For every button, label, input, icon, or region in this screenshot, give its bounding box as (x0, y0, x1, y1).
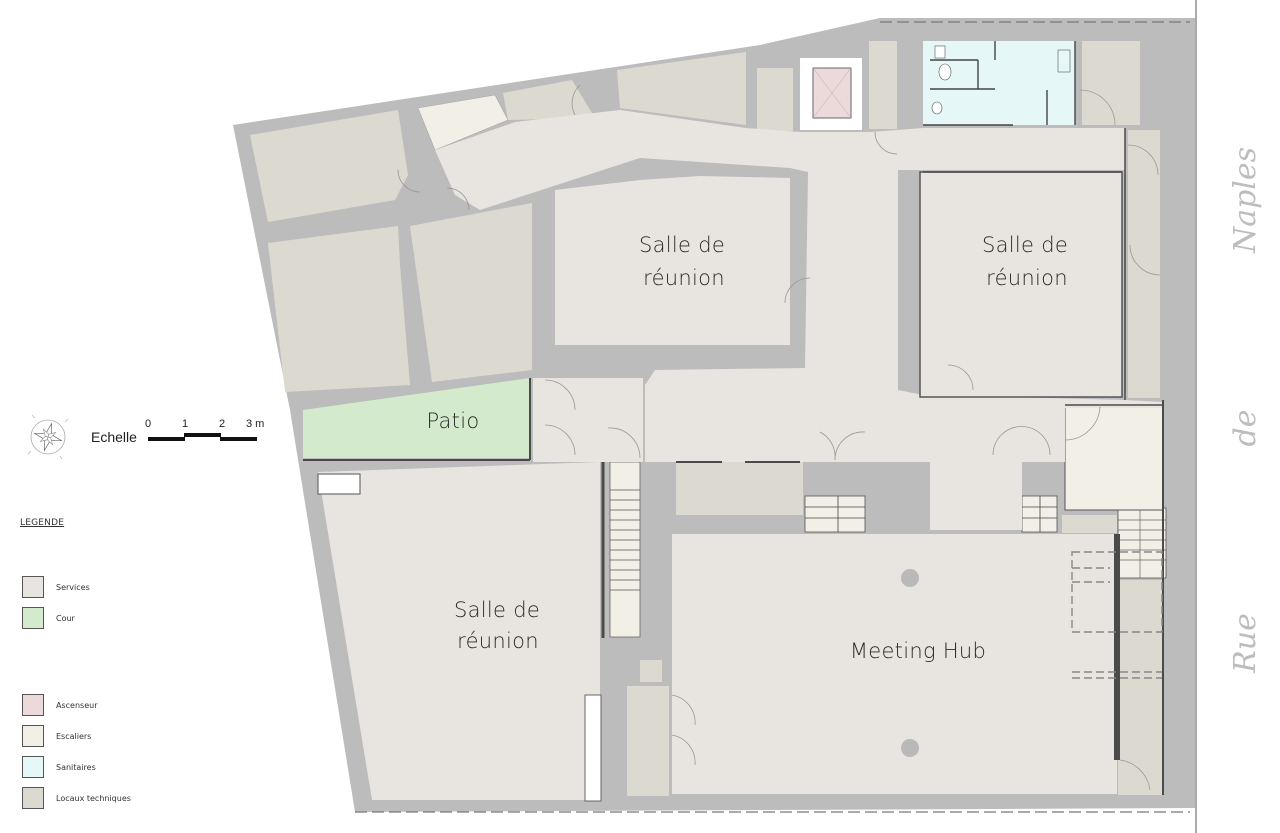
legend-label-ascenseur: Ascenseur (56, 700, 98, 710)
technical-rooms (250, 41, 1163, 796)
street-word-rue: Rue (1228, 613, 1263, 674)
room-label-meeting-hub: Meeting Hub (850, 639, 986, 663)
legend-label-cour: Cour (56, 613, 75, 623)
compass-rose-icon (27, 414, 69, 460)
scale-tick-3: 3 m (246, 418, 264, 430)
services-areas (303, 110, 1163, 802)
doors (397, 84, 1161, 791)
pillar-icon (901, 569, 919, 587)
scale-tick-1: 1 (182, 418, 188, 430)
legend-swatch-cour (22, 607, 44, 629)
meeting-hub-details (901, 551, 1163, 757)
room-label-salle-3-line1: Salle de (454, 598, 540, 622)
room-labels: Salle de réunion Salle de réunion Salle … (426, 233, 1068, 663)
street-name: Rue de Naples (1228, 147, 1263, 674)
scale-tick-2: 2 (219, 418, 225, 430)
street-word-naples: Naples (1228, 147, 1263, 254)
legend-item-escaliers: Escaliers (22, 725, 91, 747)
legend-swatch-escaliers (22, 725, 44, 747)
legend-title: LEGENDE (20, 518, 65, 528)
pillar-icon (901, 739, 919, 757)
room-label-salle-2-line1: Salle de (982, 233, 1068, 257)
room-label-salle-3-line2: réunion (457, 629, 539, 653)
legend-item-locaux-techniques: Locaux techniques (22, 787, 131, 809)
room-label-salle-1-line2: réunion (643, 266, 725, 290)
scale-tick-0: 0 (145, 418, 151, 430)
legend-label-escaliers: Escaliers (56, 731, 92, 741)
legend-swatch-locaux-techniques (22, 787, 44, 809)
legend-item-services: Services (22, 576, 90, 598)
legend-swatch-services (22, 576, 44, 598)
legend-label-sanitaires: Sanitaires (56, 762, 96, 772)
elevator (800, 58, 862, 130)
legend-swatch-sanitaires (22, 756, 44, 778)
room-label-salle-2-line2: réunion (986, 266, 1068, 290)
legend-label-locaux-techniques: Locaux techniques (56, 793, 131, 803)
legend-swatch-ascenseur (22, 694, 44, 716)
street-word-de: de (1228, 410, 1263, 447)
scale-bar: Echelle 0 1 2 3 m (91, 418, 264, 445)
restrooms (923, 41, 1076, 126)
partition-lines (303, 128, 1164, 795)
scale-label: Echelle (91, 429, 137, 445)
legend-item-sanitaires: Sanitaires (22, 756, 96, 778)
room-label-salle-1-line1: Salle de (639, 233, 725, 257)
legend-label-services: Services (56, 582, 90, 592)
legend-item-cour: Cour (22, 607, 75, 629)
legend-item-ascenseur: Ascenseur (22, 694, 97, 716)
room-label-patio: Patio (426, 409, 479, 433)
